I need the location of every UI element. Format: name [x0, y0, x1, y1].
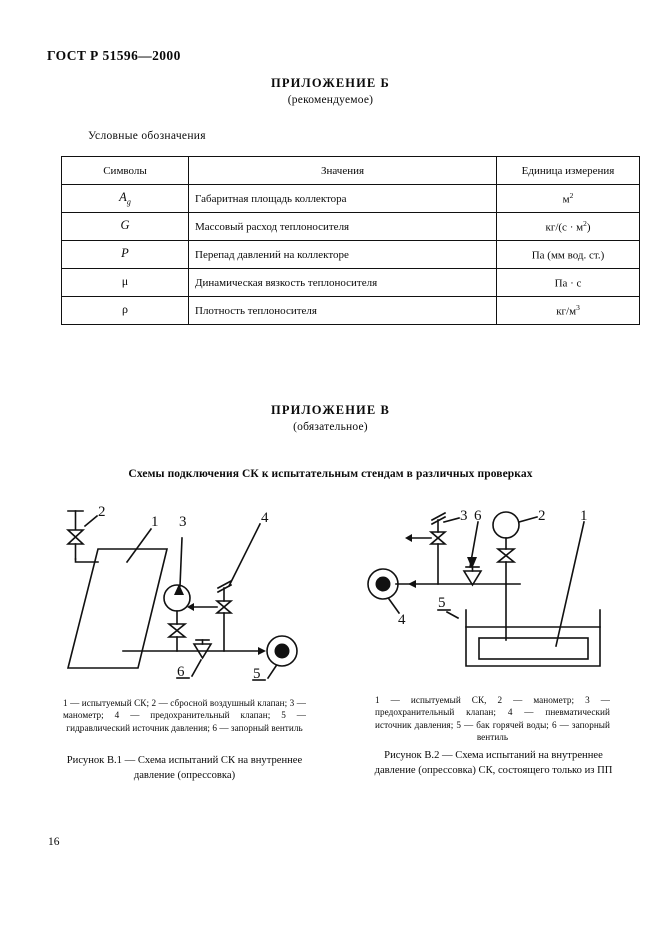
- figure-b2-caption: Рисунок В.2 — Схема испытаний на внутрен…: [374, 750, 613, 776]
- absorber-plate: [478, 637, 589, 660]
- callout-leader-2: [83, 514, 99, 528]
- callout-label-2: 2: [538, 508, 546, 524]
- pressure-gauge: [492, 511, 520, 585]
- figure-b1-callout-labels: 1 2 3 4 5 6: [98, 504, 269, 682]
- figure-b1-legend: 1 — испытуемый СК; 2 — сбросной воздушны…: [63, 698, 306, 733]
- table-row: G Массовый расход теплоносителя кг/(с · …: [61, 212, 640, 241]
- arrowhead-3: [174, 584, 184, 595]
- figure-b2-legend: 1 — испытуемый СК, 2 — манометр; 3 — пре…: [375, 695, 610, 743]
- cell-meaning: Габаритная площадь коллектора: [188, 184, 497, 213]
- cell-symbol: G: [61, 212, 189, 241]
- solar-collector-panel: [66, 548, 169, 669]
- callout-leader-6: [190, 658, 203, 678]
- callout-leader-1: [555, 521, 585, 647]
- shutoff-valve: [462, 566, 483, 587]
- symbols-table: Символы Значения Единица измерения Ag Га…: [61, 156, 640, 325]
- symbols-table-body: Ag Габаритная площадь коллектора м2 G Ма…: [61, 184, 640, 325]
- callout-leader-3: [179, 537, 183, 587]
- callout-leader-4: [227, 522, 262, 588]
- safety-relief-valve: [409, 511, 448, 585]
- cell-meaning: Перепад давлений на коллекторе: [188, 240, 497, 269]
- cell-symbol: P: [61, 240, 189, 269]
- air-relief-valve: [65, 510, 99, 563]
- callout-leader-5: [445, 610, 460, 620]
- table-row: Ag Габаритная площадь коллектора м2: [61, 184, 640, 213]
- callout-leader-5: [266, 664, 278, 680]
- arrowhead-4-vent: [187, 603, 194, 611]
- cell-symbol: Ag: [61, 184, 189, 213]
- hot-water-tank: [465, 609, 601, 667]
- schemes-heading: Схемы подключения СК к испытательным сте…: [128, 468, 533, 480]
- figure-b2-diagram: 1 2 3 4 5 6: [360, 500, 610, 680]
- annex-b-subtitle: (рекомендуемое): [287, 94, 374, 106]
- callout-label-4: 4: [398, 612, 406, 628]
- shutoff-valve: [192, 639, 213, 660]
- callout-leader-4: [387, 597, 401, 615]
- annex-b-title: ПРИЛОЖЕНИЕ Б: [271, 76, 390, 90]
- cell-unit: Па · с: [496, 268, 640, 297]
- symbol-glyph: Ag: [119, 190, 131, 207]
- callout-label-6: 6: [177, 664, 185, 680]
- callout-label-5: 5: [438, 595, 446, 611]
- callout-label-2: 2: [98, 504, 106, 520]
- table-row: P Перепад давлений на коллекторе Па (мм …: [61, 240, 640, 269]
- symbol-glyph: μ: [121, 274, 129, 289]
- annex-v-subtitle: (обязательное): [293, 421, 368, 433]
- arrowhead-4: [408, 580, 416, 588]
- table-header-row: Символы Значения Единица измерения: [61, 156, 640, 185]
- page-number: 16: [48, 836, 60, 848]
- cell-meaning: Динамическая вязкость теплоносителя: [188, 268, 497, 297]
- callout-label-6: 6: [474, 508, 482, 524]
- cell-unit: кг/м3: [496, 296, 640, 325]
- callout-leader-3: [443, 517, 460, 523]
- arrowhead-5: [258, 647, 266, 655]
- annex-v-title: ПРИЛОЖЕНИЕ В: [271, 403, 390, 417]
- cell-symbol: ρ: [61, 296, 189, 325]
- callout-label-3: 3: [460, 508, 468, 524]
- cell-meaning: Плотность теплоносителя: [188, 296, 497, 325]
- symbol-glyph: ρ: [122, 302, 128, 317]
- cell-unit: кг/(с · м2): [496, 212, 640, 241]
- figure-b2-callout-labels: 1 2 3 4 5 6: [398, 508, 588, 628]
- cell-unit: м2: [496, 184, 640, 213]
- arrowhead-3-vent: [405, 534, 412, 542]
- legend-caption: Условные обозначения: [88, 130, 206, 142]
- callout-leader-2: [518, 516, 538, 523]
- table-row: μ Динамическая вязкость теплоносителя Па…: [61, 268, 640, 297]
- column-header-symbols: Символы: [61, 156, 189, 185]
- symbol-glyph: G: [120, 218, 130, 233]
- cell-meaning: Массовый расход теплоносителя: [188, 212, 497, 241]
- table-row: ρ Плотность теплоносителя кг/м3: [61, 296, 640, 325]
- callout-label-3: 3: [179, 514, 187, 530]
- annex-v-heading: ПРИЛОЖЕНИЕ В (обязательное): [0, 403, 661, 433]
- pressure-gauge: [163, 584, 191, 652]
- arrowhead-6: [467, 557, 477, 569]
- hydraulic-pressure-source: [266, 635, 298, 667]
- annex-b-heading: ПРИЛОЖЕНИЕ Б (рекомендуемое): [0, 76, 661, 106]
- figure-b1-caption: Рисунок В.1 — Схема испытаний СК на внут…: [66, 755, 303, 781]
- callout-label-1: 1: [151, 514, 159, 530]
- callout-label-4: 4: [261, 510, 269, 526]
- callout-label-1: 1: [580, 508, 588, 524]
- cell-symbol: μ: [61, 268, 189, 297]
- callout-leader-1: [125, 527, 153, 564]
- cell-unit: Па (мм вод. ст.): [496, 240, 640, 269]
- figure-b1-diagram: 1 2 3 4 5 6: [55, 500, 310, 685]
- column-header-meanings: Значения: [188, 156, 497, 185]
- pneumatic-pressure-source: [367, 568, 399, 600]
- symbol-glyph: P: [121, 246, 129, 261]
- standard-number-header: ГОСТ Р 51596—2000: [47, 48, 181, 63]
- column-header-units: Единица измерения: [496, 156, 640, 185]
- callout-label-5: 5: [253, 666, 261, 682]
